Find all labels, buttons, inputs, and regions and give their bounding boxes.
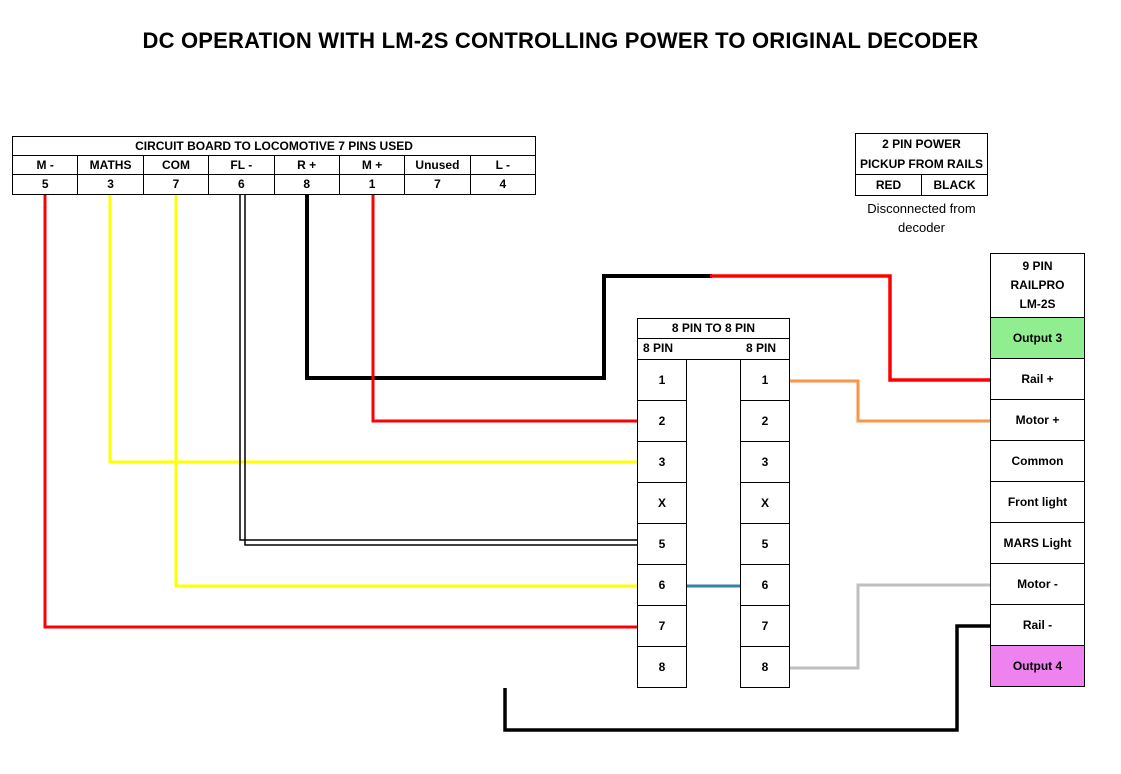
lm2s-cell-output-4: Output 4 [990, 646, 1085, 687]
connector-right-pin-2: 2 [740, 401, 790, 442]
power-pickup-note-line2: decoder [898, 220, 945, 235]
power-pickup-title: 2 PIN POWER PICKUP FROM RAILS [856, 134, 987, 175]
connector-subheader: 8 PIN 8 PIN [637, 339, 790, 360]
connector-left-column: 1 2 3 X 5 6 7 8 [637, 360, 687, 688]
lm2s-header: 9 PIN RAILPRO LM-2S [990, 253, 1085, 318]
connector-left-pin-3: 3 [637, 442, 687, 483]
connector-title: 8 PIN TO 8 PIN [637, 318, 790, 339]
circuit-board-pin-row: 5 3 7 6 8 1 7 4 [13, 175, 535, 194]
circuit-board-table-title: CIRCUIT BOARD TO LOCOMOTIVE 7 PINS USED [13, 137, 535, 156]
wire-motor-plus-orange [789, 379, 991, 423]
circuit-board-pin-fl-minus: 6 [209, 175, 275, 194]
connector-right-pin-5: 5 [740, 524, 790, 565]
circuit-board-pin-com: 7 [144, 175, 210, 194]
lm2s-cell-rail-plus: Rail + [990, 359, 1085, 400]
wire-r-plus-black [305, 195, 712, 380]
connector-left-pin-5: 5 [637, 524, 687, 565]
circuit-board-label-l-minus: L - [470, 156, 535, 175]
power-pickup-note: Disconnected from decoder [845, 199, 998, 237]
circuit-board-table: CIRCUIT BOARD TO LOCOMOTIVE 7 PINS USED … [12, 136, 536, 195]
circuit-board-pin-maths: 3 [78, 175, 144, 194]
connector-left-header: 8 PIN [643, 341, 674, 355]
lm2s-header-line2: RAILPRO [1010, 278, 1065, 292]
power-pickup-title-line2: PICKUP FROM RAILS [859, 157, 984, 171]
connector-right-pin-8: 8 [740, 647, 790, 688]
power-pickup-note-line1: Disconnected from [867, 201, 976, 216]
lm2s-column: Output 3 Rail + Motor + Common Front lig… [990, 318, 1085, 687]
connector-left-pin-x: X [637, 483, 687, 524]
wire-fl-minus-black-b [244, 195, 638, 546]
circuit-board-label-m-minus: M - [13, 156, 79, 175]
wire-motor-minus-gray [789, 583, 991, 670]
power-pickup-red-cell: RED [856, 175, 922, 195]
connector-right-pin-x: X [740, 483, 790, 524]
wire-maths-yellow [108, 195, 638, 464]
circuit-board-label-unused: Unused [405, 156, 471, 175]
connector-right-pin-1: 1 [740, 360, 790, 401]
connector-left-pin-8: 8 [637, 647, 687, 688]
lm2s-cell-rail-minus: Rail - [990, 605, 1085, 646]
power-pickup-black-cell: BLACK [933, 178, 976, 192]
power-pickup-table: 2 PIN POWER PICKUP FROM RAILS RED BLACK [855, 133, 988, 196]
lm2s-cell-motor-minus: Motor - [990, 564, 1085, 605]
lm2s-cell-motor-plus: Motor + [990, 400, 1085, 441]
wire-m-plus-red [371, 195, 638, 423]
wire-com-yellow [174, 195, 638, 588]
connector-right-header: 8 PIN [746, 341, 777, 355]
lm2s-cell-front-light: Front light [990, 482, 1085, 523]
circuit-board-label-maths: MATHS [78, 156, 144, 175]
circuit-board-pin-l-minus: 4 [499, 177, 507, 191]
lm2s-cell-mars-light: MARS Light [990, 523, 1085, 564]
lm2s-header-line1: 9 PIN [1022, 259, 1053, 273]
circuit-board-label-row: M - MATHS COM FL - R + M + Unused L - [13, 156, 535, 175]
connector-right-column: 1 2 3 X 5 6 7 8 [740, 360, 790, 688]
wire-rail-minus-black [503, 624, 991, 732]
diagram-title: DC OPERATION WITH LM-2S CONTROLLING POWE… [142, 28, 979, 53]
circuit-board-label-r-plus: R + [274, 156, 340, 175]
power-pickup-title-line1: 2 PIN POWER [882, 137, 961, 151]
circuit-board-label-com: COM [143, 156, 210, 175]
connector-left-pin-6: 6 [637, 565, 687, 606]
connector-right-pin-7: 7 [740, 606, 790, 647]
lm2s-cell-common: Common [990, 441, 1085, 482]
circuit-board-pin-m-minus: 5 [13, 175, 79, 194]
lm2s-cell-output-3: Output 3 [990, 318, 1085, 359]
wire-m-minus-red [43, 195, 638, 629]
lm2s-header-line3: LM-2S [1019, 297, 1056, 311]
wire-fl-minus-black-a [239, 195, 638, 541]
circuit-board-label-m-plus: M + [339, 156, 406, 175]
connector-right-pin-6: 6 [740, 565, 790, 606]
wire-rail-plus-red [710, 274, 991, 382]
connector-right-pin-3: 3 [740, 442, 790, 483]
power-pickup-cells: RED BLACK [856, 175, 987, 195]
circuit-board-pin-m-plus: 1 [340, 175, 406, 194]
circuit-board-pin-unused: 7 [405, 175, 471, 194]
circuit-board-label-fl-minus: FL - [209, 156, 275, 175]
connector-left-pin-7: 7 [637, 606, 687, 647]
connector-left-pin-1: 1 [637, 360, 687, 401]
connector-left-pin-2: 2 [637, 401, 687, 442]
circuit-board-pin-r-plus: 8 [275, 175, 340, 194]
